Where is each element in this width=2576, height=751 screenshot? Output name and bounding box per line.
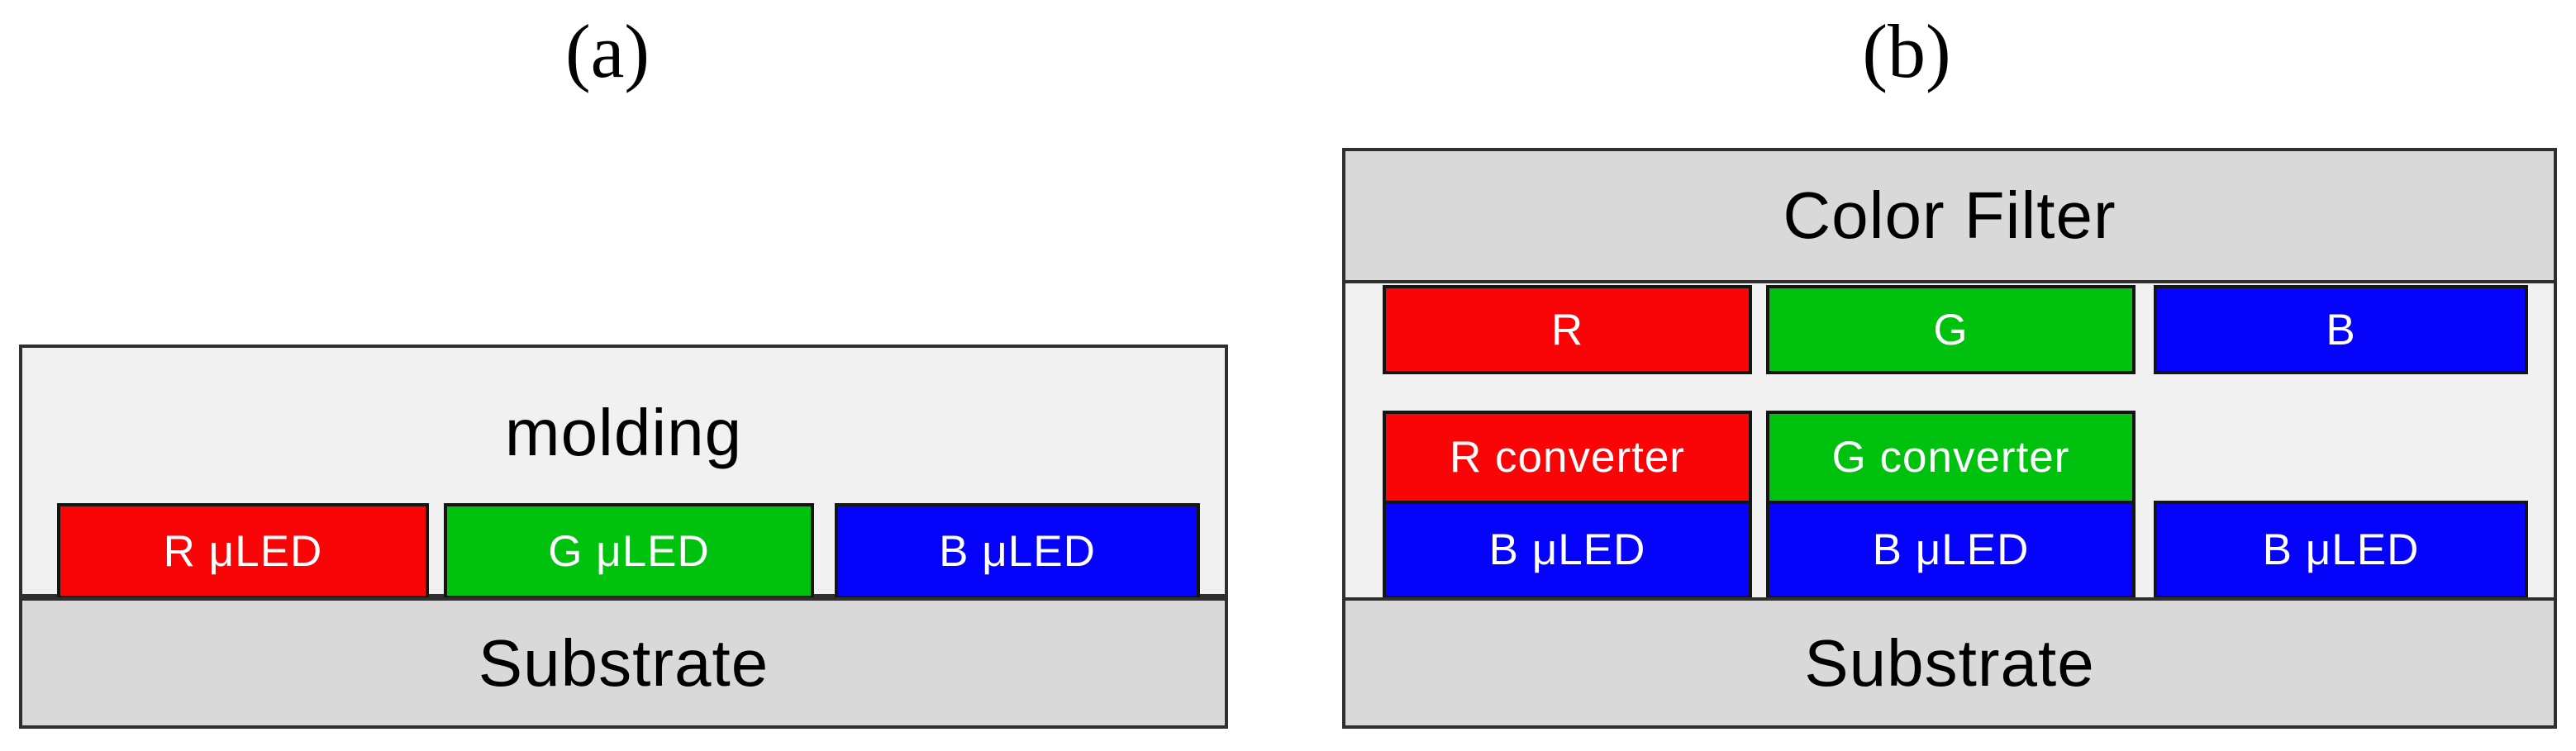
panel-b-uled-box-2: B μLED bbox=[1766, 501, 2136, 599]
panel-a-blue-uled-box: B μLED bbox=[835, 503, 1200, 599]
panel-b-uled-box-1: B μLED bbox=[1383, 501, 1752, 599]
panel-a-red-uled-label: R μLED bbox=[163, 526, 323, 576]
panel-b-substrate-bar: Substrate bbox=[1342, 597, 2557, 729]
molding-label: molding bbox=[504, 396, 743, 469]
panel-b-blue-filter-label: B bbox=[2326, 305, 2356, 354]
panel-b-uled-label-1: B μLED bbox=[1488, 525, 1646, 574]
panel-b-red-filter-box: R bbox=[1383, 285, 1752, 374]
panel-b-blue-filter-box: B bbox=[2154, 285, 2528, 374]
panel-b-uled-label-2: B μLED bbox=[1872, 525, 2030, 574]
panel-a-red-uled-box: R μLED bbox=[57, 503, 429, 599]
g-converter-label: G converter bbox=[1831, 433, 2070, 482]
r-converter-label: R converter bbox=[1450, 433, 1685, 482]
panel-a-green-uled-box: G μLED bbox=[444, 503, 814, 599]
color-filter-label: Color Filter bbox=[1783, 178, 2117, 252]
panel-a-blue-uled-label: B μLED bbox=[939, 526, 1096, 576]
panel-a-label: (a) bbox=[564, 9, 650, 93]
panel-b-uled-label-3: B μLED bbox=[2262, 525, 2420, 574]
panel-b-green-filter-label: G bbox=[1933, 305, 1969, 354]
panel-a-green-uled-label: G μLED bbox=[548, 526, 710, 576]
panel-b-green-filter-box: G bbox=[1766, 285, 2136, 374]
panel-b-substrate-label: Substrate bbox=[1804, 625, 2095, 700]
panel-b-red-filter-label: R bbox=[1550, 305, 1584, 354]
panel-a-substrate-bar: Substrate bbox=[19, 597, 1228, 729]
panel-a-substrate-label: Substrate bbox=[478, 625, 769, 700]
panel-b-uled-box-3: B μLED bbox=[2154, 501, 2528, 599]
r-converter-box: R converter bbox=[1383, 411, 1752, 504]
g-converter-box: G converter bbox=[1766, 411, 2136, 504]
color-filter-bar: Color Filter bbox=[1342, 148, 2557, 283]
panel-b-label: (b) bbox=[1862, 9, 1951, 93]
